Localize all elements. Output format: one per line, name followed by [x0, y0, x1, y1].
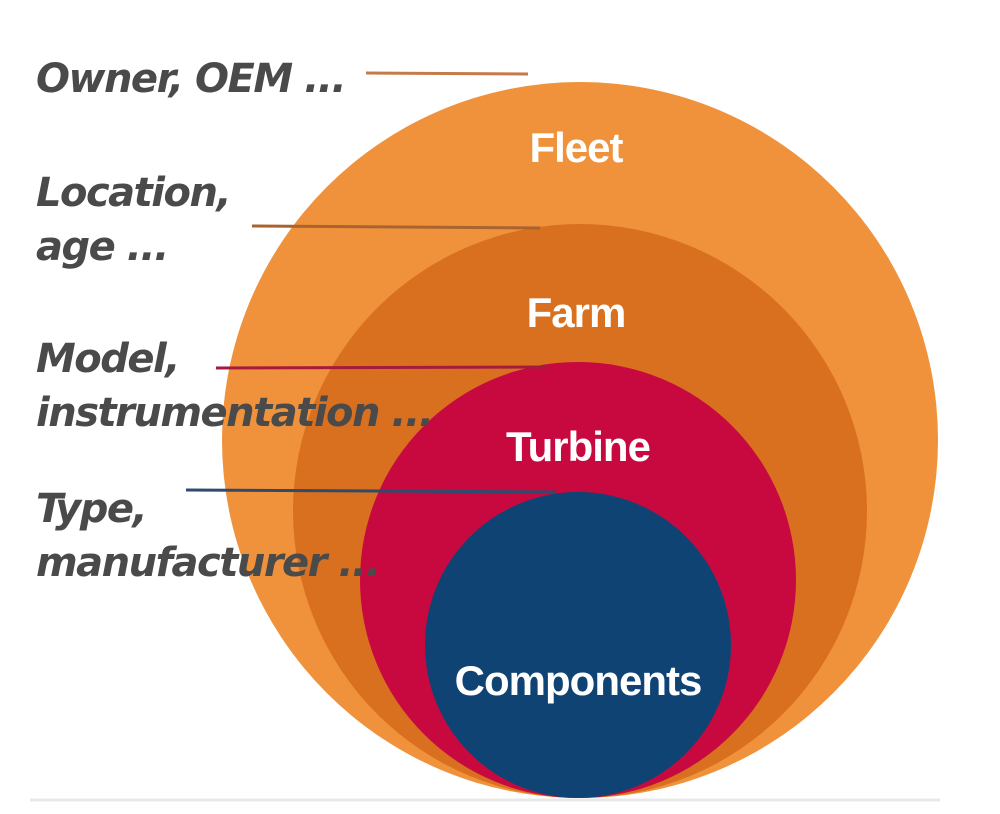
leader-line-turbine [215, 365, 549, 370]
fleet-attributes-label: Owner, OEM ... [36, 52, 347, 106]
components-attributes-label: Type, manufacturer ... [36, 482, 381, 590]
components-label: Components [455, 657, 702, 704]
turbine-label: Turbine [506, 423, 650, 470]
fleet-label: Fleet [529, 124, 623, 171]
turbine-attributes-label: Model, instrumentation ... [36, 332, 434, 440]
farm-label: Farm [527, 289, 626, 336]
leader-line-components [185, 488, 557, 494]
components-attribute-line: manufacturer ... [36, 540, 381, 586]
farm-attribute-line: Location, [36, 170, 232, 216]
components-attribute-line: Type, [36, 486, 148, 532]
farm-attribute-line: age ... [36, 224, 169, 270]
turbine-attribute-line: Model, [36, 336, 180, 382]
farm-attributes-label: Location, age ... [36, 166, 232, 274]
turbine-attribute-line: instrumentation ... [36, 390, 434, 436]
leader-line-fleet [365, 71, 529, 76]
fleet-attribute-line: Owner, OEM ... [36, 56, 347, 102]
leader-line-farm [251, 224, 541, 230]
components-circle [425, 492, 731, 798]
